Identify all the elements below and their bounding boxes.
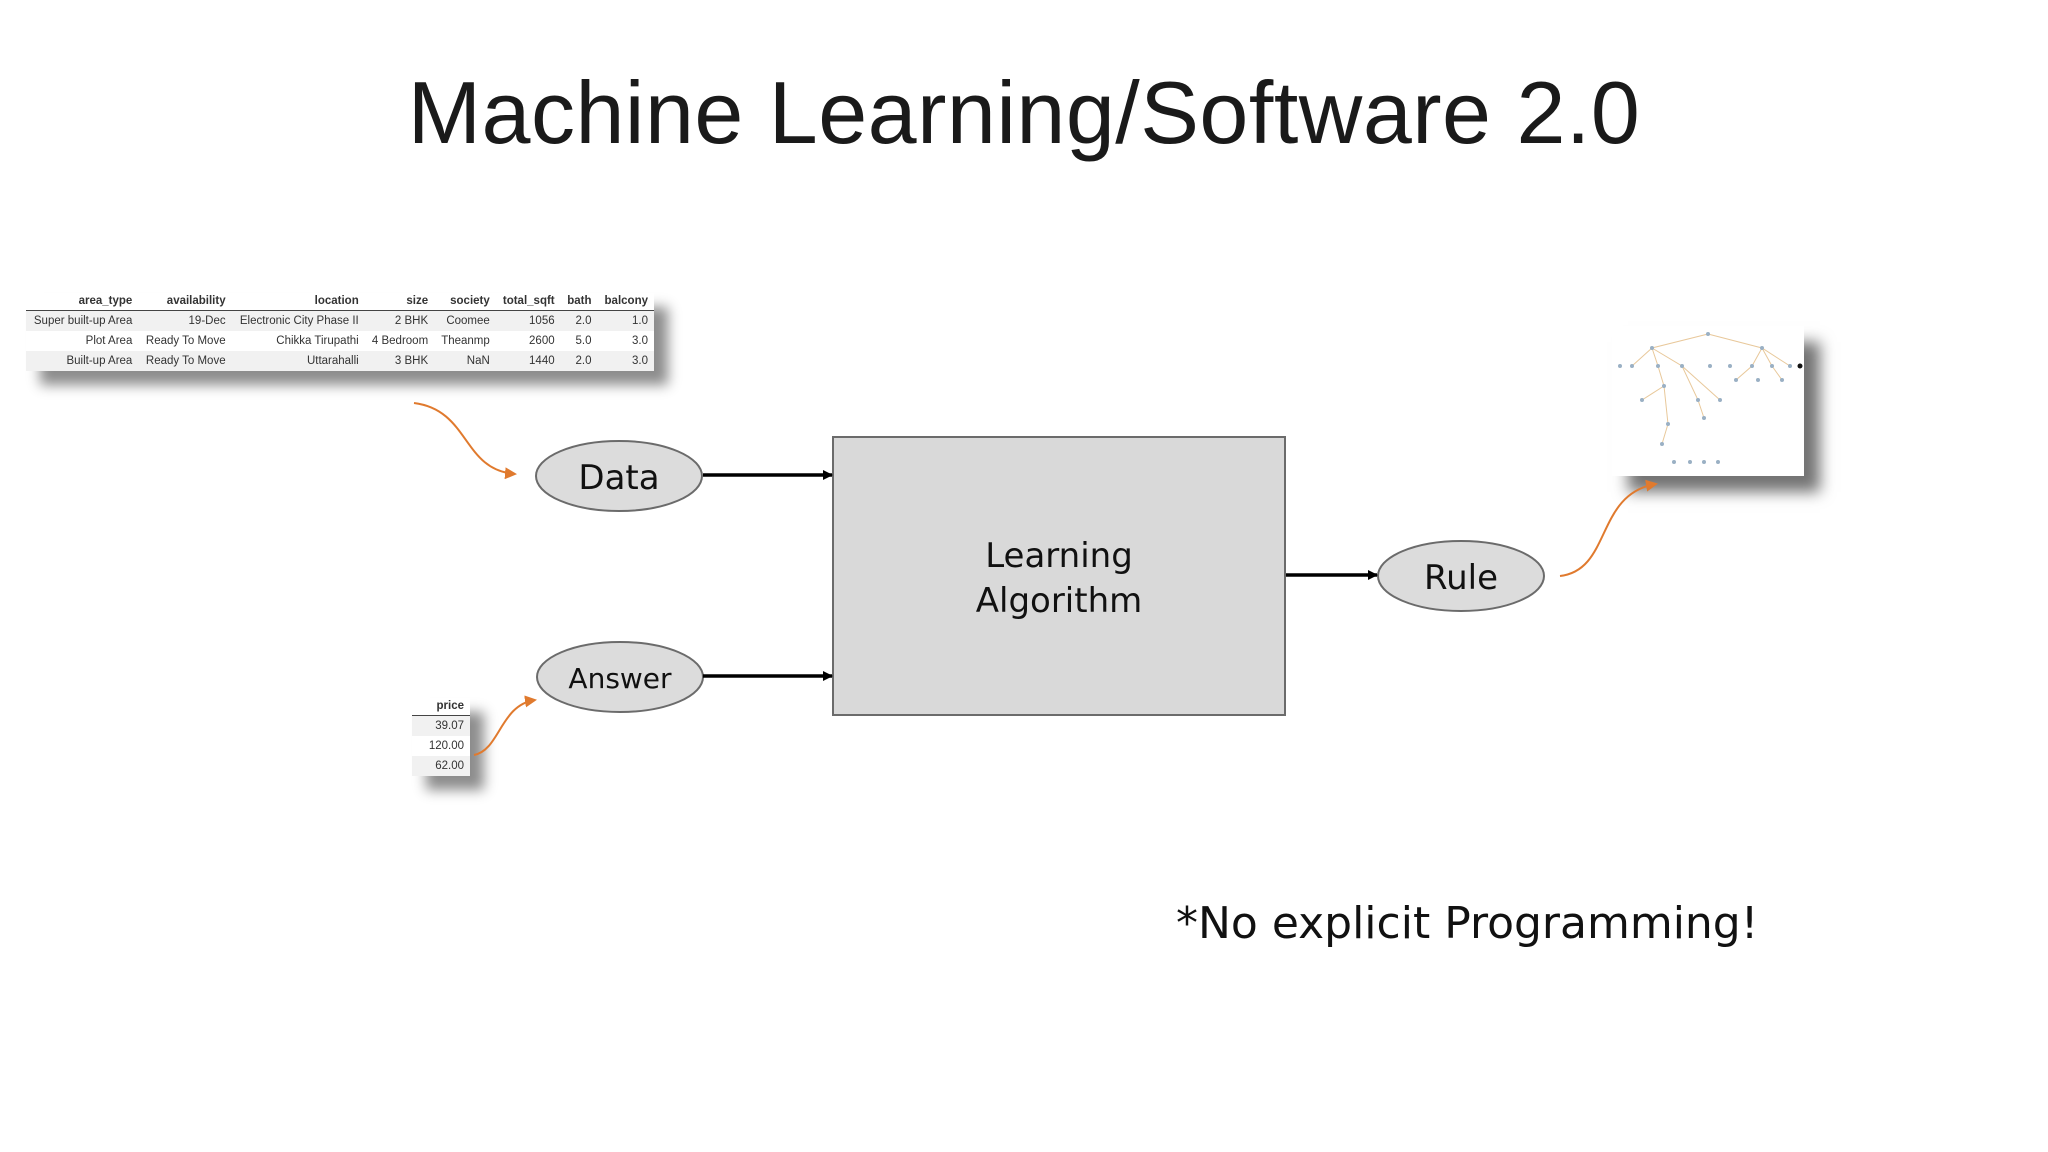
- data-node-label: Data: [578, 458, 659, 498]
- table-row: 120.00: [412, 736, 470, 756]
- col-header: balcony: [597, 293, 654, 311]
- table-cell: Built-up Area: [26, 351, 139, 371]
- table-cell: Coomee: [434, 310, 496, 331]
- learning-algorithm-box: Learning Algorithm: [832, 436, 1286, 716]
- table-cell: 3.0: [597, 351, 654, 371]
- table-cell: Uttarahalli: [231, 351, 365, 371]
- rule-node: Rule: [1377, 540, 1545, 612]
- table-cell: Ready To Move: [138, 351, 232, 371]
- col-header: availability: [138, 293, 232, 311]
- table-cell: Plot Area: [85, 335, 133, 347]
- col-header: size: [364, 293, 435, 311]
- col-header: total_sqft: [495, 293, 561, 311]
- data-table-header: area_type availability location size soc…: [26, 293, 654, 311]
- slide-title: Machine Learning/Software 2.0: [407, 63, 1641, 162]
- table-cell: 62.00: [412, 756, 470, 776]
- table-row: Built-up Area Ready To Move Uttarahalli …: [26, 351, 654, 371]
- table-cell: 3.0: [632, 335, 648, 347]
- rule-output-arrow: [1559, 479, 1658, 577]
- table-cell: 1056: [495, 310, 561, 331]
- table-row: 39.07: [412, 715, 470, 736]
- price-table: price 39.07 120.00 62.00: [412, 698, 470, 776]
- table-cell: Chikka Tirupathi: [276, 335, 359, 347]
- data-node: Data: [535, 440, 703, 512]
- rule-node-label: Rule: [1424, 558, 1498, 598]
- table-row: 62.00: [412, 756, 470, 776]
- table-cell: 2.0: [560, 310, 598, 331]
- col-header: area_type: [26, 293, 139, 311]
- table-row: Super built-up Area 19-Dec Electronic Ci…: [26, 310, 654, 331]
- table-cell: 120.00: [428, 740, 464, 752]
- algorithm-label-line1: Learning: [985, 536, 1133, 576]
- no-programming-note: *No explicit Programming!: [1176, 898, 1759, 949]
- table-cell: 19-Dec: [138, 310, 232, 331]
- col-header: price: [412, 698, 470, 716]
- algorithm-label-line2: Algorithm: [976, 581, 1143, 621]
- table-cell: Electronic City Phase II: [231, 310, 365, 331]
- decision-tree-graphic: [1618, 332, 1803, 464]
- table-cell: 5.0: [575, 335, 592, 347]
- table-cell: 3 BHK: [364, 351, 435, 371]
- table-cell: 1.0: [597, 310, 654, 331]
- table-cell: 39.07: [412, 715, 470, 736]
- table-row: Plot Area Ready To Move Chikka Tirupathi…: [26, 331, 654, 351]
- answer-source-arrow: [473, 695, 537, 756]
- table-cell: 2600: [529, 335, 555, 347]
- table-cell: NaN: [434, 351, 496, 371]
- decision-tree-icon: [1612, 326, 1804, 476]
- answer-node-label: Answer: [568, 662, 672, 695]
- col-header: society: [434, 293, 496, 311]
- table-cell: Ready To Move: [145, 335, 226, 347]
- table-cell: 2.0: [560, 351, 598, 371]
- answer-node: Answer: [536, 641, 704, 713]
- table-cell: Super built-up Area: [26, 310, 139, 331]
- col-header: location: [231, 293, 365, 311]
- table-cell: 4 Bedroom: [371, 335, 429, 347]
- table-cell: Theanmp: [441, 335, 490, 347]
- data-table: area_type availability location size soc…: [26, 293, 654, 371]
- table-cell: 2 BHK: [364, 310, 435, 331]
- data-source-arrow: [413, 402, 517, 480]
- table-cell: 1440: [495, 351, 561, 371]
- col-header: bath: [560, 293, 598, 311]
